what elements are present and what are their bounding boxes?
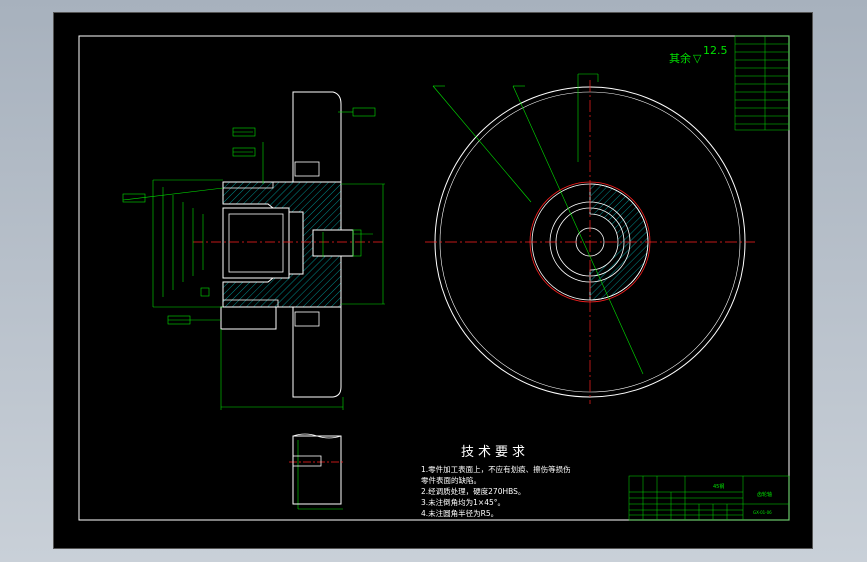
step-upper <box>223 181 274 189</box>
requirements-title: 技术要求 <box>461 445 529 460</box>
requirement-line-2: 零件表面的缺陷。 <box>421 475 481 485</box>
title-block[interactable]: 45钢 齿轮轴 GX-01-06 <box>628 475 790 521</box>
surface-note-symbol: ▽ <box>693 52 702 65</box>
front-view[interactable] <box>425 73 755 404</box>
requirement-line-5: 4.未注圆角半径为R5。 <box>421 508 498 518</box>
title-block-grid <box>628 475 790 521</box>
flange-upper <box>292 91 342 183</box>
tech-requirements: 技术要求 1.零件加工表面上，不应有划痕、擦伤等损伤 零件表面的缺陷。 2.经调… <box>421 445 571 518</box>
sheet-border <box>78 35 790 521</box>
detail-slot <box>292 455 322 467</box>
flange-lower-slot <box>294 311 320 327</box>
flange-upper-slot <box>294 161 320 177</box>
bore-inner <box>228 213 284 273</box>
title-block-part-name: 齿轮轴 <box>757 491 772 498</box>
front-leaders <box>432 73 644 375</box>
step-lower <box>223 299 279 307</box>
drawing-canvas[interactable]: 其余 ▽ 12.5 技术要求 1.零件加工表面上，不应有划痕、擦伤等损伤 零件表… <box>53 12 813 549</box>
title-block-material: 45钢 <box>713 483 724 490</box>
detail-break-top <box>292 433 342 439</box>
flange-lower <box>292 306 342 398</box>
hub-half-hatch <box>589 183 649 301</box>
detail-outline <box>292 435 342 505</box>
boss <box>312 229 354 257</box>
title-block-drawing-no: GX-01-06 <box>753 510 772 515</box>
bore <box>222 207 290 279</box>
surface-note-value: 12.5 <box>703 44 728 57</box>
detail-view[interactable] <box>289 433 345 505</box>
section-tags <box>122 107 376 325</box>
surface-note-main: 其余 <box>669 51 691 65</box>
section-view[interactable] <box>122 91 385 510</box>
cad-drawing: 其余 ▽ 12.5 技术要求 1.零件加工表面上，不应有划痕、擦伤等损伤 零件表… <box>78 35 790 521</box>
surface-note: 其余 ▽ 12.5 <box>669 44 728 65</box>
requirement-line-1: 1.零件加工表面上，不应有划痕、擦伤等损伤 <box>421 464 571 474</box>
requirement-line-3: 2.经调质处理，硬度270HBS。 <box>421 486 525 496</box>
key-slot-lower <box>220 306 277 330</box>
revision-table <box>734 35 790 131</box>
section-dimensions <box>122 111 385 510</box>
requirement-line-4: 3.未注倒角均为1×45°。 <box>421 497 505 507</box>
